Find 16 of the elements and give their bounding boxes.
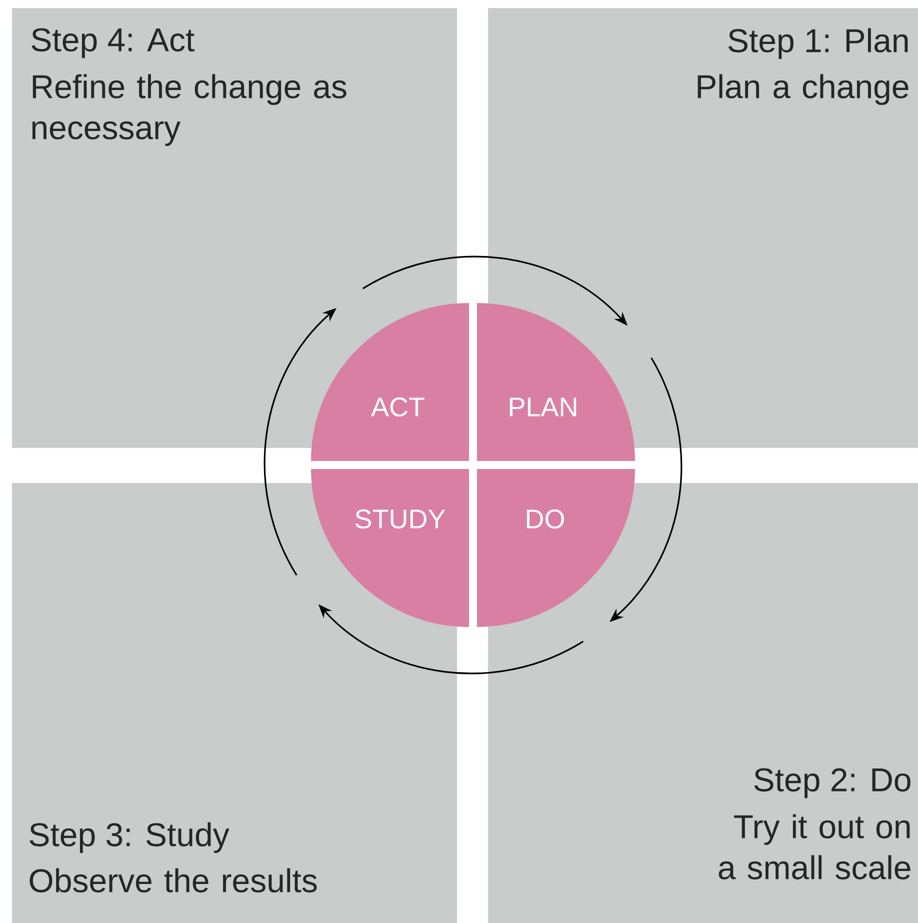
- step-heading: Step 1: Plan: [728, 28, 908, 59]
- step-description: Refine the change as necessary: [32, 74, 346, 146]
- step-heading: Step 3: Study: [30, 822, 230, 853]
- step-heading: Step 2: Do: [754, 768, 910, 798]
- step-description: Observe the results: [30, 868, 317, 892]
- step-description: Try it out on a small scale: [718, 814, 910, 880]
- quadrant-panel: [12, 483, 457, 923]
- pie-sector: STUDY: [311, 469, 469, 627]
- quadrant-panel: [12, 8, 457, 448]
- step-heading: Step 4: Act: [32, 28, 194, 58]
- pie-sector: DO: [477, 469, 635, 627]
- pie-sector: PLAN: [477, 303, 635, 461]
- quadrant-panel: [488, 8, 918, 448]
- pie-sector: ACT: [311, 303, 469, 461]
- step-description: Plan a change: [698, 74, 908, 105]
- quadrant-panel: [488, 483, 918, 923]
